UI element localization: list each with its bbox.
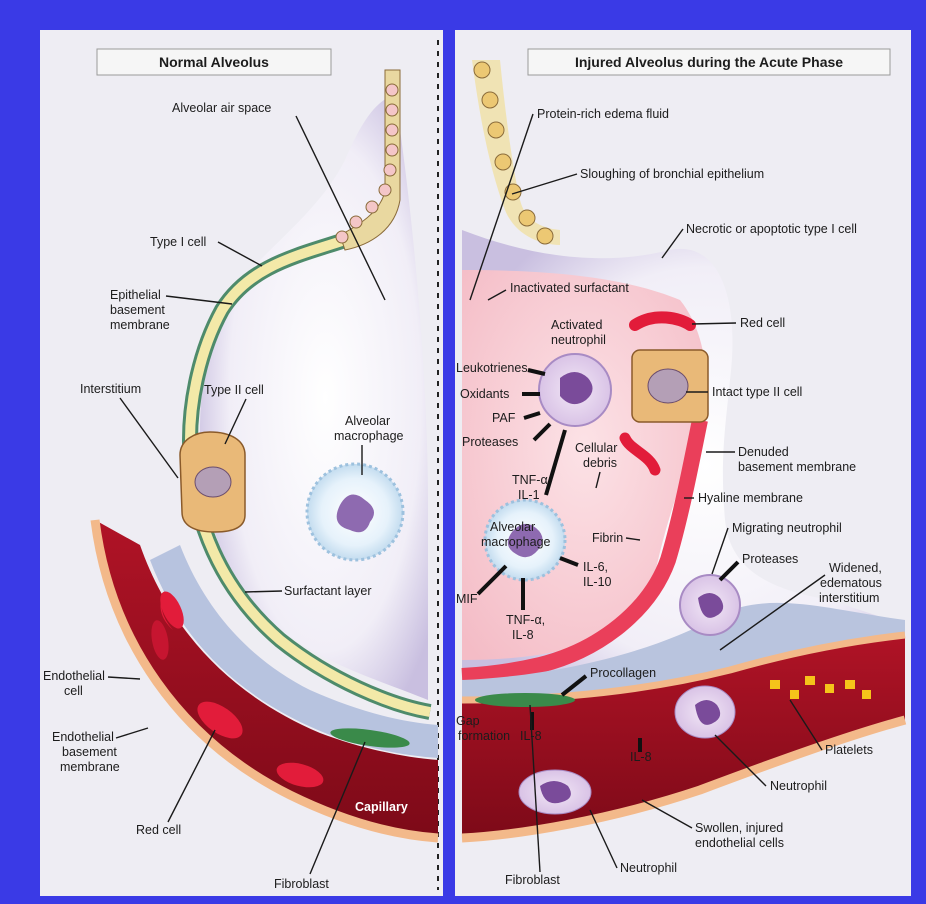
label-cellular-debris-1: Cellular [575,441,617,455]
right-intact-type2-cell [632,350,708,422]
label-necrotic: Necrotic or apoptotic type I cell [686,222,857,236]
label-surfactant-layer: Surfactant layer [284,584,372,598]
label-tnf-il1-1: TNF-α, [512,473,551,487]
right-fibroblast [475,693,575,707]
label-alveolar-macrophage-1: Alveolar [345,414,390,428]
label-endothelial-bm-2: basement [62,745,117,759]
label-capillary: Capillary [355,800,408,814]
label-endothelial-cell-2: cell [64,684,83,698]
label-epithelial-bm-3: membrane [110,318,170,332]
label-epithelial-bm-2: basement [110,303,165,317]
label-il6-il10-2: IL-10 [583,575,612,589]
label-neutrophil-1: Neutrophil [770,779,827,793]
label-denuded-bm-1: Denuded [738,445,789,459]
right-panel-title: Injured Alveolus during the Acute Phase [575,54,843,70]
label-il6-il10-1: IL-6, [583,560,608,574]
label-widened-1: Widened, [829,561,882,575]
label-mif: MIF [456,592,478,606]
right-activated-neutrophil [539,354,611,426]
label-endothelial-bm-3: membrane [60,760,120,774]
label-protein-edema: Protein-rich edema fluid [537,107,669,121]
label-gap-1: Gap [456,714,480,728]
label-alveolar-air-space: Alveolar air space [172,101,271,115]
panel-divider [443,30,455,896]
label-activated-neutrophil-2: neutrophil [551,333,606,347]
label-tnf-il8-1: TNF-α, [506,613,545,627]
label-oxidants: Oxidants [460,387,509,401]
left-alveolar-macrophage [307,464,403,560]
label-intact-type2: Intact type II cell [712,385,802,399]
label-platelets: Platelets [825,743,873,757]
left-panel-title: Normal Alveolus [159,54,269,70]
label-alveolar-macrophage-2: macrophage [334,429,404,443]
label-sloughing: Sloughing of bronchial epithelium [580,167,764,181]
label-fibroblast-left: Fibroblast [274,877,329,891]
label-fibrin: Fibrin [592,531,623,545]
label-endothelial-bm-1: Endothelial [52,730,114,744]
label-endothelial-cell-1: Endothelial [43,669,105,683]
label-interstitium: Interstitium [80,382,141,396]
right-migrating-neutrophil [680,575,740,635]
label-red-cell-right: Red cell [740,316,785,330]
label-il8-a: IL-8 [520,729,542,743]
label-il8-b: IL-8 [630,750,652,764]
label-alveolar-macrophage-right-2: macrophage [481,535,551,549]
label-swollen-2: endothelial cells [695,836,784,850]
label-widened-3: interstitium [819,591,879,605]
label-migrating-neutrophil: Migrating neutrophil [732,521,842,535]
left-type2-cell [180,432,245,532]
label-tnf-il1-2: IL-1 [518,488,540,502]
label-hyaline-membrane: Hyaline membrane [698,491,803,505]
label-type1-cell: Type I cell [150,235,206,249]
label-swollen-1: Swollen, injured [695,821,783,835]
label-fibroblast-right: Fibroblast [505,873,560,887]
label-neutrophil-2: Neutrophil [620,861,677,875]
label-proteases-1: Proteases [462,435,518,449]
label-cellular-debris-2: debris [583,456,617,470]
label-alveolar-macrophage-right-1: Alveolar [490,520,535,534]
label-activated-neutrophil-1: Activated [551,318,602,332]
label-leukotrienes: Leukotrienes [456,361,528,375]
label-proteases-2: Proteases [742,552,798,566]
label-gap-2: formation [458,729,510,743]
label-type2-cell: Type II cell [204,383,264,397]
label-epithelial-bm-1: Epithelial [110,288,161,302]
label-inactivated-surfactant: Inactivated surfactant [510,281,629,295]
label-procollagen: Procollagen [590,666,656,680]
label-tnf-il8-2: IL-8 [512,628,534,642]
label-paf: PAF [492,411,516,425]
label-red-cell: Red cell [136,823,181,837]
label-denuded-bm-2: basement membrane [738,460,856,474]
label-widened-2: edematous [820,576,882,590]
